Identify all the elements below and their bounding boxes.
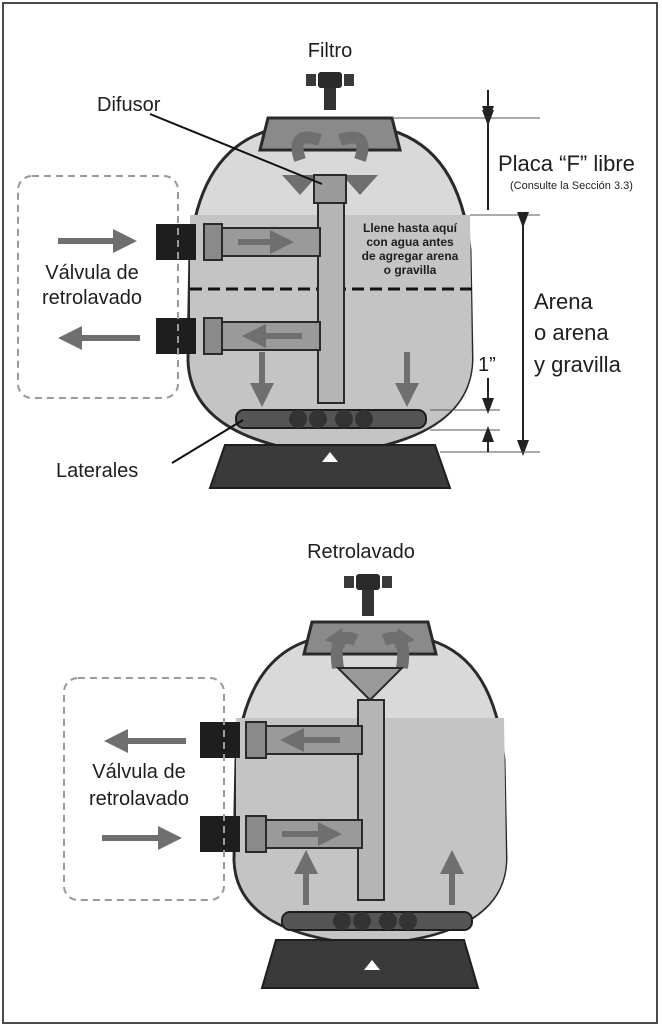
valve-label-top-1: Válvula de — [45, 262, 138, 284]
valve-label-top-2: retrolavado — [42, 287, 142, 309]
laterals-leader — [171, 419, 244, 464]
inch-label: 1” — [478, 354, 496, 376]
freeboard-note: (Consulte la Sección 3.3) — [510, 180, 633, 192]
fill-note-line-2: con agua antes — [366, 235, 454, 249]
backwash-mode-diagram: Retrolavado Válvula — [63, 541, 508, 989]
fill-note-line-1: Llene hasta aquí — [363, 221, 458, 235]
center-pipe-top — [317, 202, 345, 404]
fill-note-line-4: o gravilla — [384, 263, 437, 277]
bottom-valve-knob — [344, 574, 392, 616]
tank-base-top — [208, 444, 452, 489]
diffuser-label: Difusor — [97, 94, 161, 116]
sand-label-3: y gravilla — [534, 352, 622, 377]
sand-label-2: o arena — [534, 320, 609, 345]
sand-label-1: Arena — [534, 289, 593, 314]
diffuser — [313, 174, 347, 204]
top-valve-knob — [306, 72, 354, 110]
tank-lid-top — [258, 116, 402, 152]
diffuser-leader — [149, 113, 323, 185]
diffuser-flow-arrows — [291, 131, 369, 162]
laterals-bottom — [281, 911, 473, 931]
laterals-label: Laterales — [56, 460, 138, 482]
fill-note-line-3: de agregar arena — [362, 249, 459, 263]
title-filter: Filtro — [308, 40, 352, 62]
laterals-top — [235, 409, 427, 429]
filter-mode-diagram: Filtro — [17, 40, 635, 489]
freeboard-label: Placa “F” libre — [498, 151, 635, 176]
valve-label-bottom-2: retrolavado — [89, 788, 189, 810]
valve-label-bottom-1: Válvula de — [92, 761, 185, 783]
fill-note: Llene hasta aquí con agua antes de agreg… — [362, 221, 459, 277]
title-backwash: Retrolavado — [307, 541, 415, 563]
valve-box-bottom — [63, 677, 225, 901]
valve-box-top — [17, 175, 179, 399]
tank-lid-bottom — [302, 620, 438, 656]
